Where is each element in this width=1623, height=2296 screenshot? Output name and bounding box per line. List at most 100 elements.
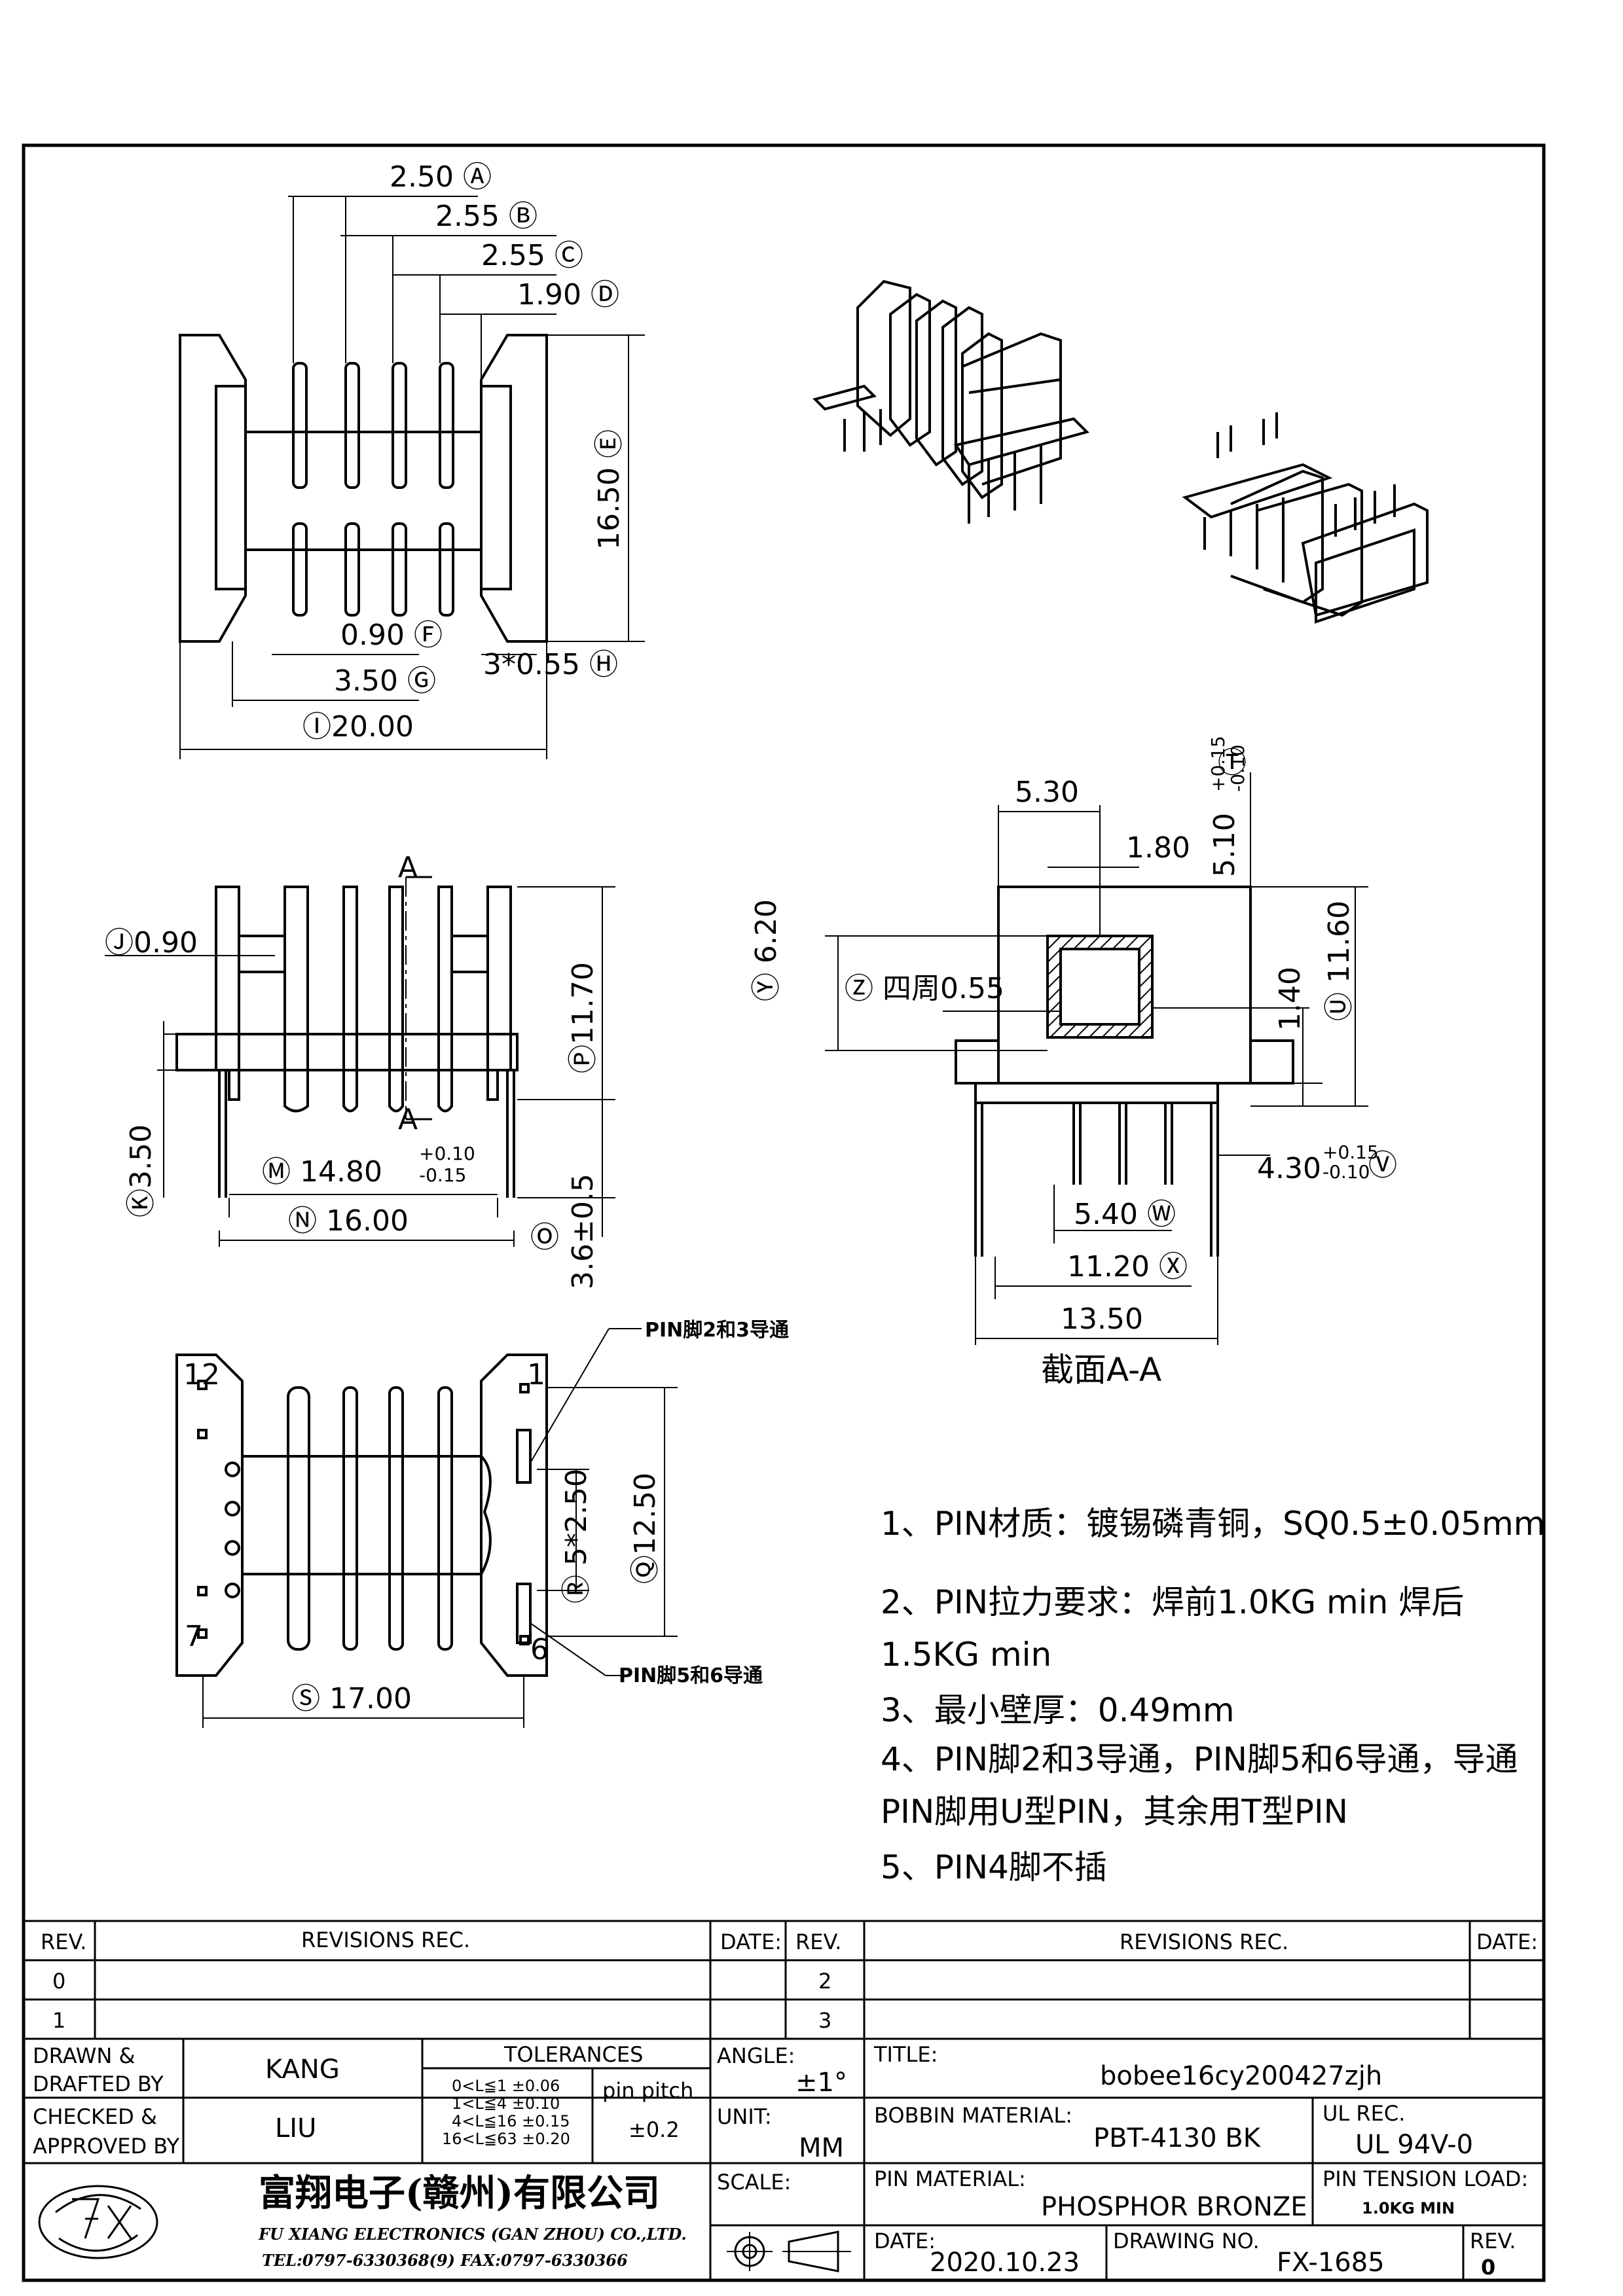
dim-p: Ⓟ11.70	[566, 962, 600, 1073]
dim-o-value: 3.6±0.5	[566, 1174, 600, 1289]
tolerance-row-1: 1<L≦4 ±0.10	[452, 2094, 560, 2113]
title-value: bobee16cy200427zjh	[1100, 2061, 1382, 2091]
dim-t-value: 5.10	[1208, 813, 1241, 877]
notes: 1、PIN材质：镀锡磷青铜，SQ0.5±0.05mm 2、PIN拉力要求：焊前1…	[881, 1505, 1545, 1886]
top-view	[179, 196, 645, 759]
pin-tension-value: 1.0KG MIN	[1362, 2199, 1455, 2217]
iso-view-2	[1182, 412, 1429, 624]
rev-header-right: REV.	[795, 1929, 841, 1954]
dim-m-tol-upper: +0.10	[419, 1143, 475, 1164]
note-5: 5、PIN4脚不插	[881, 1848, 1107, 1886]
pin-pitch-label: pin pitch	[602, 2078, 693, 2103]
checked-label-1: CHECKED &	[33, 2104, 157, 2129]
rev-header-left: REV.	[41, 1929, 86, 1954]
pin-material-value: PHOSPHOR BRONZE	[1041, 2192, 1307, 2222]
dim-v-tol-lower: -0.10	[1322, 1161, 1370, 1183]
pin-pitch-value: ±0.2	[629, 2117, 680, 2142]
dim-w: 5.40 Ⓦ	[1074, 1198, 1176, 1231]
dim-o: Ⓞ	[530, 1221, 559, 1254]
dim-a: 2.50 Ⓐ	[390, 160, 492, 194]
section-view	[825, 772, 1368, 1345]
dim-f: 0.90 Ⓕ	[340, 619, 443, 652]
company-logo	[38, 2185, 158, 2259]
unit-label: UNIT:	[717, 2104, 772, 2129]
tolerance-row-0: 0<L≦1 ±0.06	[452, 2077, 560, 2095]
company-name-cn: 富翔电子(赣州)有限公司	[259, 2172, 660, 2215]
section-mark-bottom: A	[398, 1103, 418, 1136]
dim-g: 3.50 Ⓖ	[334, 664, 436, 698]
revisions-header-right: REVISIONS REC.	[1120, 1929, 1288, 1954]
dim-v-tol-upper: +0.15	[1322, 1141, 1379, 1163]
pin-7-label: 7	[185, 1620, 203, 1653]
angle-value: ±1°	[795, 2068, 847, 2098]
company-name-en: FU XIANG ELECTRONICS (GAN ZHOU) CO.,LTD.	[258, 2225, 687, 2244]
note-3: 3、最小壁厚：0.49mm	[881, 1691, 1235, 1729]
dim-r: Ⓡ 5*2.50	[560, 1469, 593, 1604]
dim-1350: 13.50	[1061, 1302, 1143, 1336]
dim-j: Ⓙ0.90	[105, 926, 198, 960]
drawn-by: KANG	[265, 2054, 340, 2085]
drawn-label-1: DRAWN &	[33, 2043, 135, 2068]
dim-140: 1.40	[1273, 967, 1307, 1031]
revisions-header-left: REVISIONS REC.	[301, 1928, 470, 1952]
dim-v-mark: Ⓥ	[1368, 1149, 1397, 1182]
rev-row-0: 0	[52, 1969, 65, 1994]
dim-y: Ⓨ 6.20	[750, 899, 783, 1001]
dim-k: Ⓚ3.50	[124, 1124, 158, 1217]
drawing-no-label: DRAWING NO.	[1113, 2229, 1260, 2253]
drawn-label-2: DRAFTED BY	[33, 2072, 164, 2096]
iso-view-1	[812, 279, 1089, 524]
checked-label-2: APPROVED BY	[33, 2134, 179, 2159]
dim-t-tol-lower: -0.10	[1227, 745, 1249, 792]
pin-material-label: PIN MATERIAL:	[874, 2166, 1026, 2191]
bobbin-material-value: PBT-4130 BK	[1093, 2123, 1262, 2153]
rev-row-1: 1	[52, 2008, 65, 2033]
sheet-border	[22, 143, 1546, 2282]
front-view	[105, 876, 615, 1247]
dim-z: Ⓩ 四周0.55	[845, 972, 1004, 1005]
pin23-note: PIN脚2和3导通	[645, 1319, 789, 1342]
unit-value: MM	[799, 2133, 844, 2163]
dim-t: Ⓣ	[1218, 746, 1247, 780]
dim-x: 11.20 Ⓧ	[1067, 1250, 1188, 1283]
pin56-note: PIN脚5和6导通	[619, 1664, 763, 1687]
checked-by: LIU	[275, 2113, 316, 2144]
tolerances-header: TOLERANCES	[503, 2042, 643, 2067]
date-label: DATE:	[874, 2229, 936, 2253]
dim-q: Ⓠ12.50	[629, 1473, 662, 1584]
title-block	[24, 1920, 1544, 2280]
dim-530: 5.30	[1015, 776, 1079, 809]
note-2b: 1.5KG min	[881, 1636, 1051, 1674]
pin-1-label: 1	[527, 1358, 545, 1391]
ul-value: UL 94V-0	[1355, 2130, 1473, 2160]
dim-h: 3*0.55 Ⓗ	[483, 648, 618, 681]
rev-value: 0	[1481, 2255, 1495, 2280]
dim-180: 1.80	[1126, 831, 1190, 865]
dim-d: 1.90 Ⓓ	[517, 278, 619, 312]
date-header-right: DATE:	[1476, 1929, 1538, 1954]
rev-label: REV.	[1470, 2229, 1516, 2253]
dim-c: 2.55 Ⓒ	[481, 239, 583, 272]
scale-label: SCALE:	[717, 2170, 791, 2195]
pin-tension-label: PIN TENSION LOAD:	[1322, 2166, 1528, 2191]
section-caption: 截面A-A	[1041, 1351, 1161, 1389]
note-2: 2、PIN拉力要求：焊前1.0KG min 焊后	[881, 1583, 1464, 1621]
dim-s: Ⓢ 17.00	[291, 1682, 412, 1715]
bottom-view	[175, 1328, 678, 1728]
dim-m-tol-lower: -0.15	[419, 1164, 466, 1186]
dim-n: Ⓝ 16.00	[288, 1204, 409, 1238]
rev-row-2: 2	[818, 1969, 831, 1994]
dim-t-tol-upper: +0.15	[1207, 736, 1229, 792]
date-value: 2020.10.23	[930, 2248, 1080, 2278]
date-header-left: DATE:	[720, 1929, 782, 1954]
dim-m: Ⓜ 14.80	[262, 1155, 382, 1189]
note-4b: PIN脚用U型PIN，其余用T型PIN	[881, 1793, 1348, 1831]
note-4: 4、PIN脚2和3导通，PIN脚5和6导通，导通	[881, 1740, 1518, 1778]
pin-12-label: 12	[183, 1358, 220, 1391]
drawing-no-value: FX-1685	[1277, 2248, 1385, 2278]
dim-e: 16.50 Ⓔ	[593, 429, 626, 550]
section-mark-top: A	[398, 851, 418, 884]
dim-v: 4.30	[1257, 1152, 1321, 1185]
rev-row-3: 3	[818, 2008, 831, 2033]
